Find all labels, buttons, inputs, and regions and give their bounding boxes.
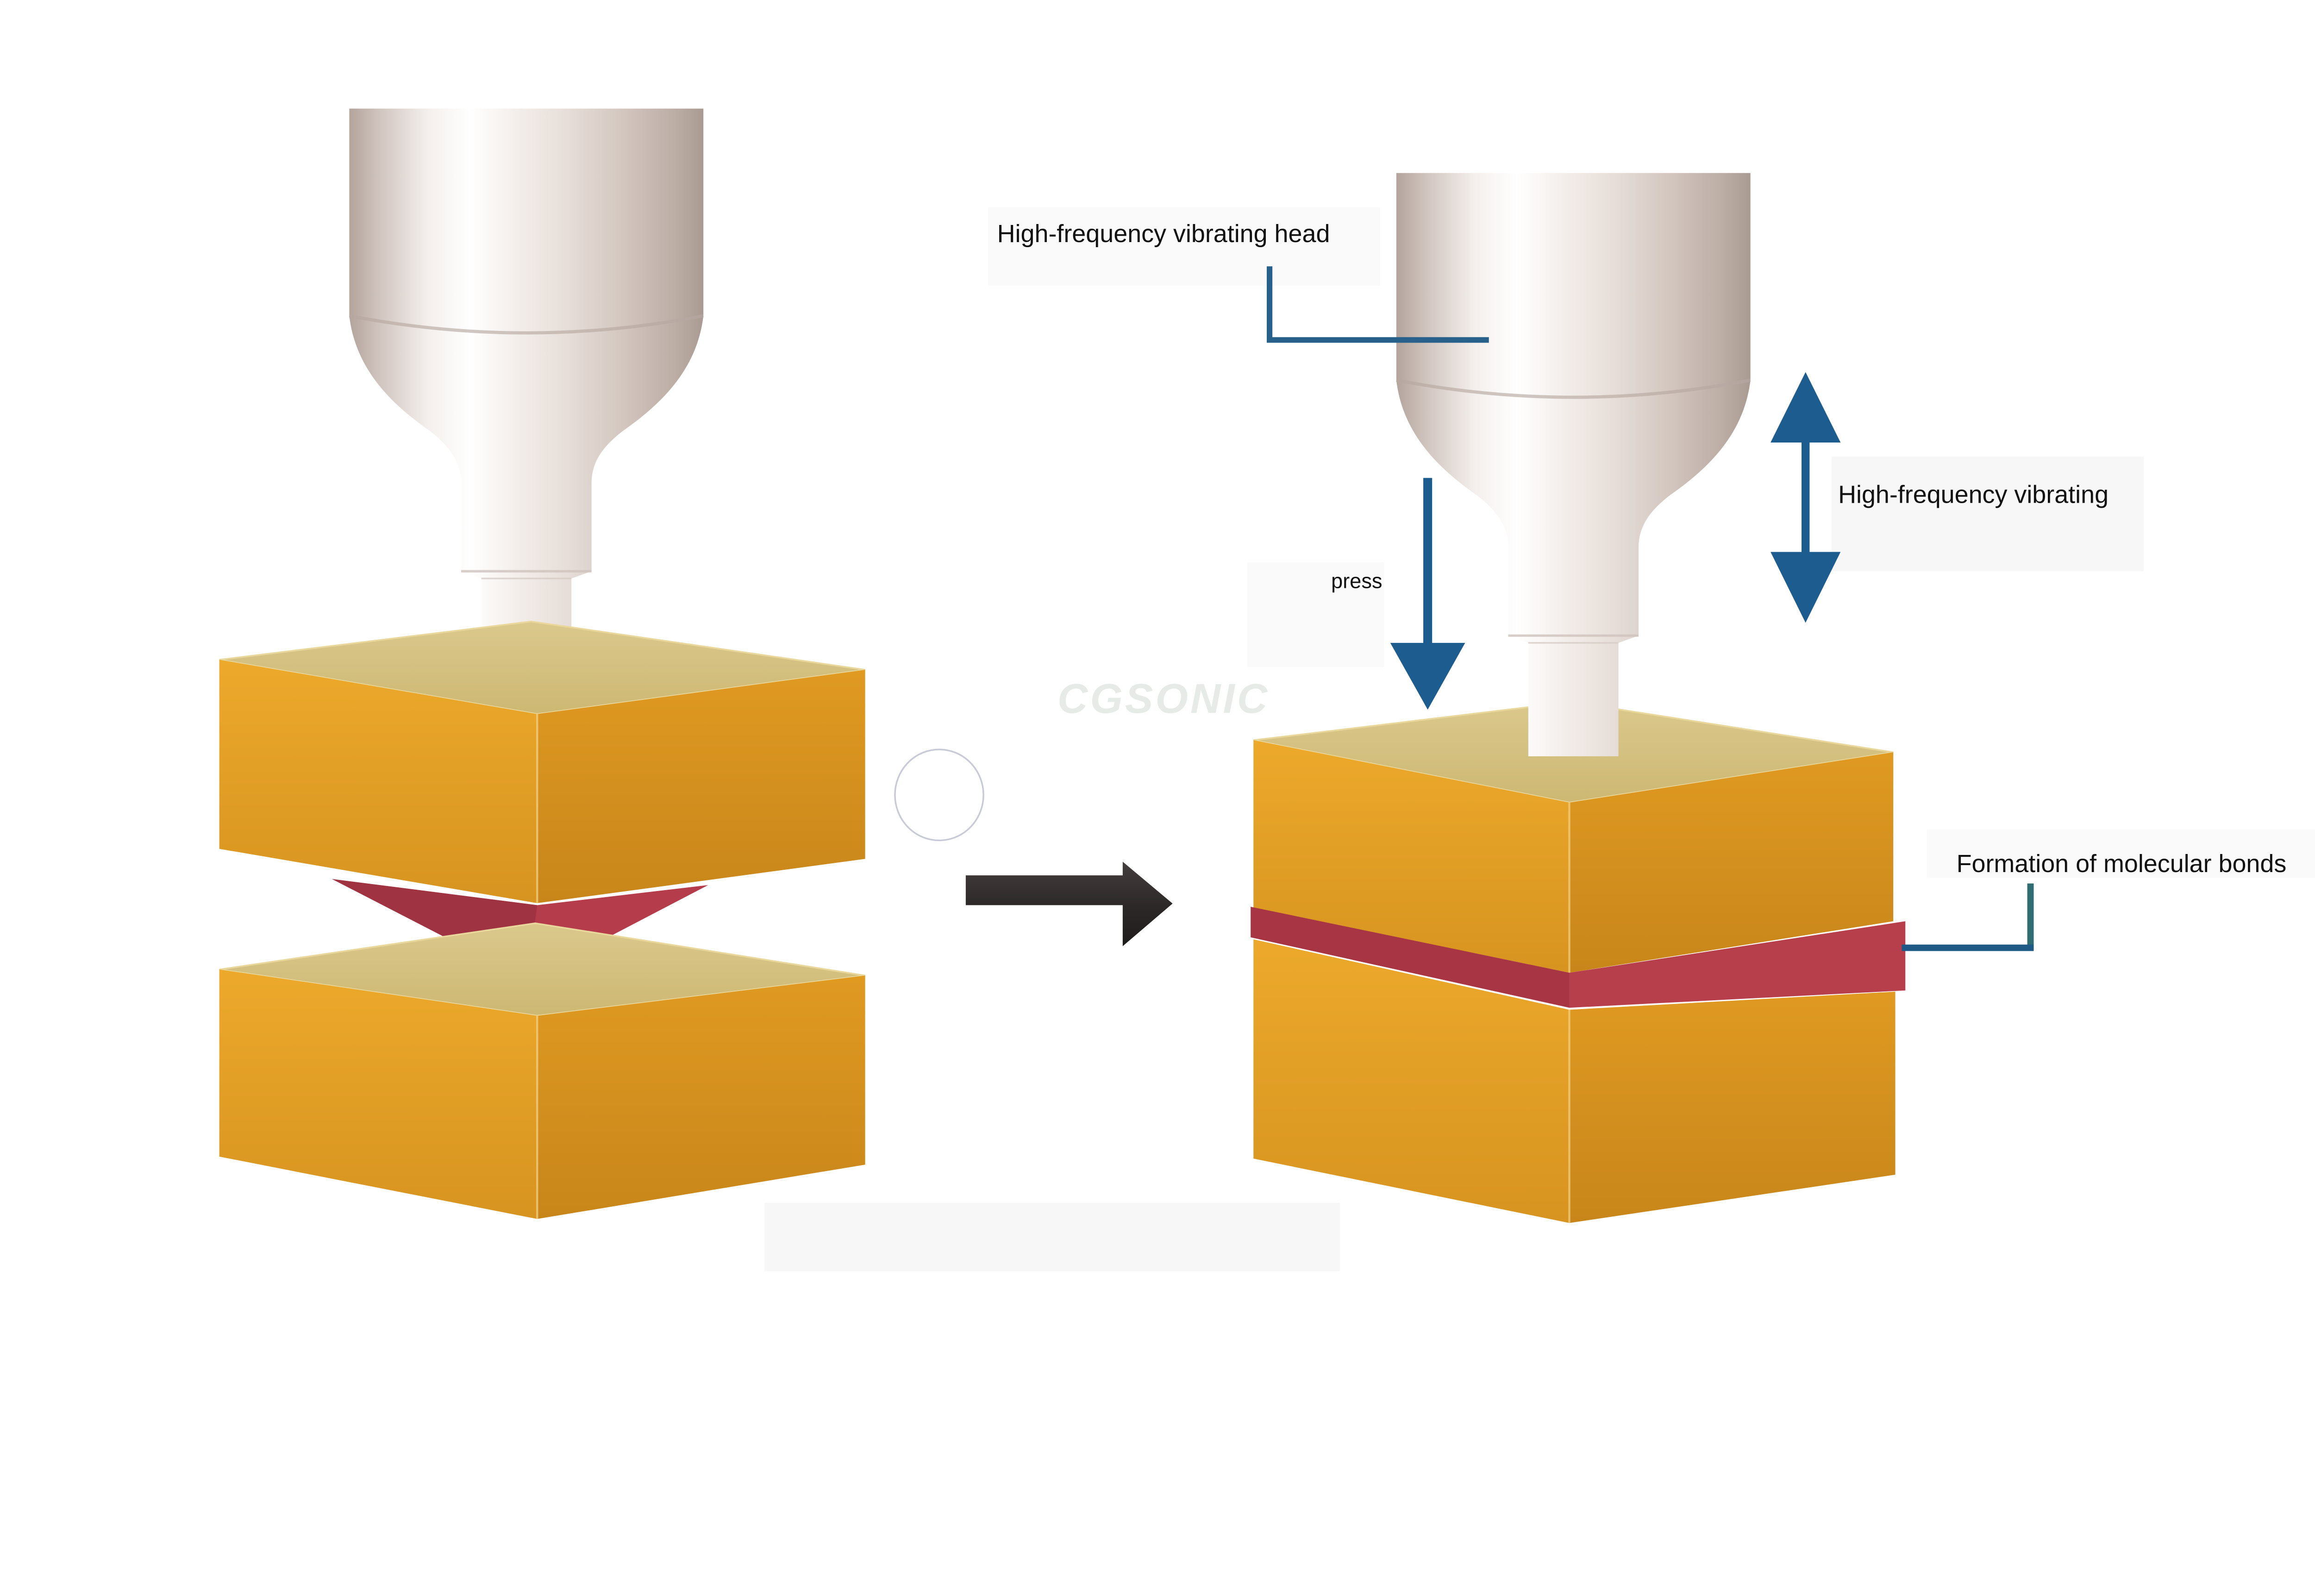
lower-part-right-face [1569,991,1896,1223]
watermark: CGSONIC [1057,675,1270,722]
faint-panel [1247,562,1384,667]
vibration-arrow-head-down [1771,552,1841,623]
faint-panel [1927,829,2315,878]
vibrating-label: High-frequency vibrating [1838,480,2109,508]
transition-arrow-icon [965,861,1173,947]
lower-part-left-face [1253,939,1570,1223]
diagram-canvas: CGSONIC High-frequency vibrating head [219,107,2315,1272]
press-arrow-icon [1390,478,1465,710]
press-label: press [1331,569,1383,593]
vibration-arrow-head-up [1771,372,1841,443]
vibrating-head-callout-line [1266,266,1489,343]
vibration-double-arrow-icon [1771,372,1841,623]
molecular-bond-layer [1251,906,1906,1008]
press-arrow-head [1390,642,1465,710]
lower-part-left-face [219,969,538,1219]
right-lower-part [1253,939,1896,1223]
annotations: High-frequency vibrating head press High… [997,220,2287,951]
faint-panel [764,1203,1340,1272]
left-assembly [219,109,865,1219]
left-upper-part [219,621,865,904]
upper-part-right-face [537,670,865,904]
bond-layer-left [1251,906,1570,1008]
upper-part-left-face [219,660,538,904]
left-lower-part [219,922,865,1219]
vibrating-head-label: High-frequency vibrating head [997,220,1330,248]
right-assembly [1251,173,1906,1223]
transition-zone: CGSONIC [894,675,1270,947]
lower-part-right-face [537,975,865,1219]
faint-panel [1832,456,2144,572]
upper-part-left-face [1253,740,1570,973]
molecular-bonds-callout-line [1902,883,2034,951]
bond-layer-right [1569,921,1906,1008]
molecular-bonds-label: Formation of molecular bonds [1957,850,2287,878]
upper-part-right-face [1569,752,1894,973]
ultrasonic-welding-diagram: CGSONIC High-frequency vibrating head [219,107,2315,1272]
faint-panel [988,207,1381,286]
circle-mark [894,748,984,842]
